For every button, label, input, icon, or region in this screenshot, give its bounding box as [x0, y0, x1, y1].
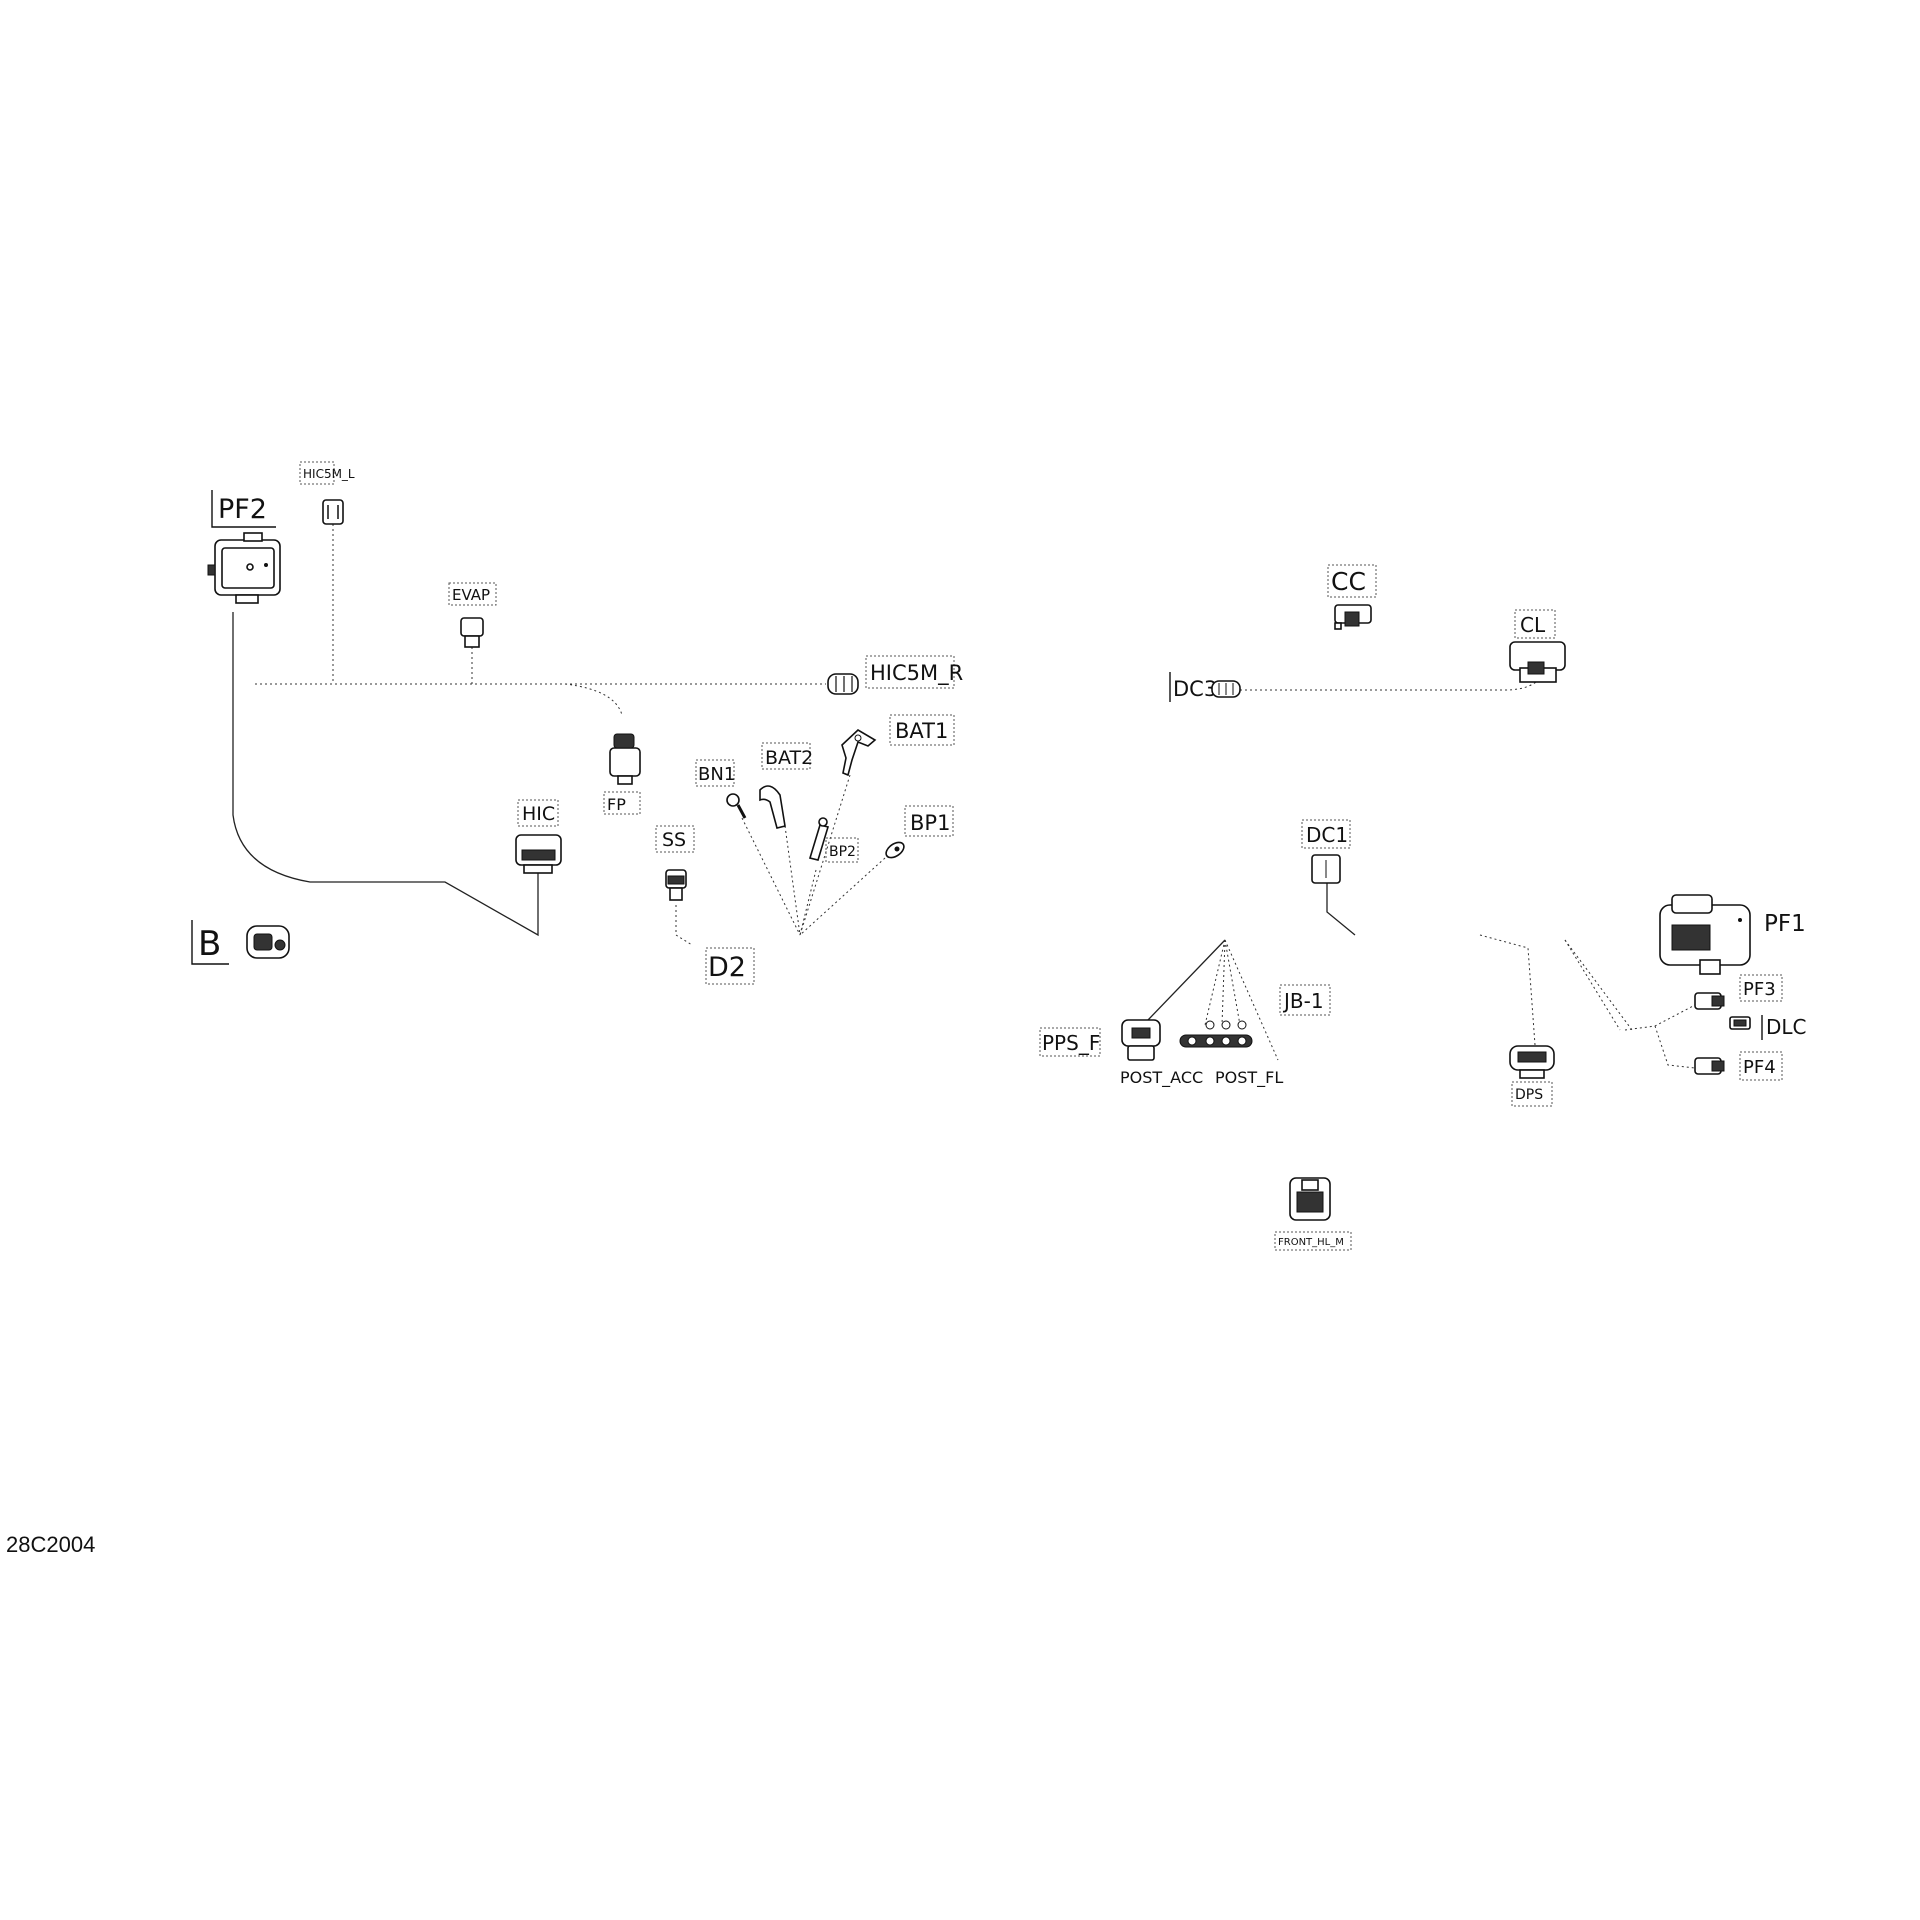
hic5m-r-connector: [827, 673, 859, 695]
cl-label: CL: [1520, 613, 1546, 637]
bat1-label: BAT1: [895, 719, 948, 743]
cl-label-box: [1514, 609, 1556, 639]
jb1-post-bar: [1179, 1020, 1253, 1048]
evap-connector: [460, 617, 484, 648]
pps-f-label: PPS_F: [1042, 1031, 1100, 1055]
b-connector: [246, 925, 290, 959]
dps-branch-wire: [1479, 934, 1536, 1046]
hic-label-box: [517, 799, 559, 827]
b-label: B: [198, 924, 221, 964]
battery-fan-wire-2: [784, 825, 801, 936]
jb1-wire-3: [1224, 939, 1241, 1026]
pf3-label-box: [1739, 974, 1783, 1002]
battery-fan-wire-1: [741, 817, 801, 936]
bp1-label: BP1: [910, 811, 950, 835]
battery-fan-wire-4: [799, 869, 817, 936]
pf3-connector: [1694, 992, 1725, 1010]
ss-connector: [665, 869, 687, 901]
pf2-label-bracket: [211, 490, 276, 528]
fp-connector: [609, 733, 641, 785]
pf-branch-wire-1: [1564, 939, 1621, 1031]
pf4-connector: [1694, 1057, 1725, 1075]
jb1-label: JB-1: [1282, 989, 1324, 1013]
dlc-connector: [1729, 1016, 1751, 1030]
hic-connector: [515, 834, 562, 874]
jb1-wire-2: [1221, 939, 1226, 1026]
bn1-terminal: [726, 793, 747, 819]
right-harness-wires: [1147, 671, 1696, 1069]
pf2-connector: [207, 532, 281, 604]
dps-label-box: [1511, 1081, 1553, 1107]
front-hl-m-connector: [1289, 1177, 1331, 1221]
bat1-label-box: [889, 714, 955, 746]
pf2-label: PF2: [218, 494, 267, 525]
front-hl-m-label-box: [1274, 1231, 1352, 1251]
cc-label-box: [1327, 564, 1377, 598]
hic5m-l-label: HIC5M_L: [303, 467, 355, 481]
dc1-label-box: [1301, 819, 1351, 849]
cl-wire-fan: [1504, 671, 1546, 691]
dc1-branch-wire: [1326, 883, 1356, 936]
b-label-bracket: [191, 920, 229, 965]
bn1-label: BN1: [698, 764, 735, 785]
pf4-branch-wire: [1654, 1025, 1696, 1069]
evap-label-box: [448, 582, 497, 606]
left-harness-wires: [232, 524, 886, 946]
pf2-to-hic-wire: [232, 612, 539, 937]
fp-branch-wire: [564, 683, 623, 716]
dc1-connector: [1311, 854, 1341, 884]
d2-label: D2: [708, 952, 746, 983]
evap-label: EVAP: [452, 586, 490, 604]
cc-label: CC: [1331, 567, 1366, 596]
bat2-label-box: [761, 742, 811, 770]
hic5m-r-label-box: [865, 655, 955, 689]
jb1-label-box: [1279, 984, 1331, 1016]
dc1-label: DC1: [1306, 823, 1348, 847]
dc3-connector: [1211, 680, 1241, 698]
d2-label-box: [705, 947, 755, 985]
fp-label-box: [603, 791, 641, 815]
pf4-label-box: [1739, 1051, 1783, 1081]
ss-to-d2-wire: [675, 905, 693, 946]
pf3-label: PF3: [1743, 979, 1776, 1000]
bp2-label: BP2: [829, 844, 856, 860]
dps-connector: [1509, 1045, 1555, 1079]
bp1-label-box: [904, 805, 954, 837]
bp2-label-box: [825, 837, 859, 863]
battery-fan-wire-5: [799, 857, 886, 936]
fp-label: FP: [607, 795, 626, 814]
pf1-connector: [1659, 894, 1751, 975]
pf-branch-wire-2: [1564, 939, 1633, 1031]
pf4-label: PF4: [1743, 1057, 1776, 1078]
dps-label: DPS: [1515, 1087, 1543, 1103]
front-hl-m-label: FRONT_HL_M: [1278, 1237, 1344, 1248]
hic5m-r-label: HIC5M_R: [870, 661, 963, 686]
hic-label: HIC: [522, 803, 555, 825]
dc3-label: DC3: [1173, 677, 1217, 701]
pps-f-label-box: [1039, 1027, 1101, 1057]
hic5m-l-label-box: [299, 461, 335, 485]
bat2-label: BAT2: [765, 747, 813, 769]
post-acc-label: POST_ACC: [1120, 1068, 1203, 1088]
pf-branch-wire-3: [1624, 1004, 1696, 1031]
hic5m-l-connector: [322, 499, 344, 525]
post-fl-label: POST_FL: [1215, 1068, 1283, 1088]
pps-f-wire: [1147, 939, 1226, 1021]
dlc-label: DLC: [1766, 1015, 1807, 1039]
cc-connector: [1334, 604, 1372, 630]
jb1-wire-1: [1204, 939, 1226, 1026]
jb1-wire-4: [1224, 939, 1279, 1061]
figure-id: 28C2004: [6, 1532, 96, 1557]
ss-label: SS: [662, 829, 686, 851]
pps-f-connector: [1121, 1019, 1161, 1061]
bat2-terminal: [759, 785, 786, 829]
bp2-fuse: [808, 817, 830, 861]
pf1-label: PF1: [1764, 911, 1806, 937]
bp1-terminal: [885, 841, 905, 859]
bat1-terminal: [841, 729, 877, 777]
cl-connector: [1509, 641, 1566, 683]
